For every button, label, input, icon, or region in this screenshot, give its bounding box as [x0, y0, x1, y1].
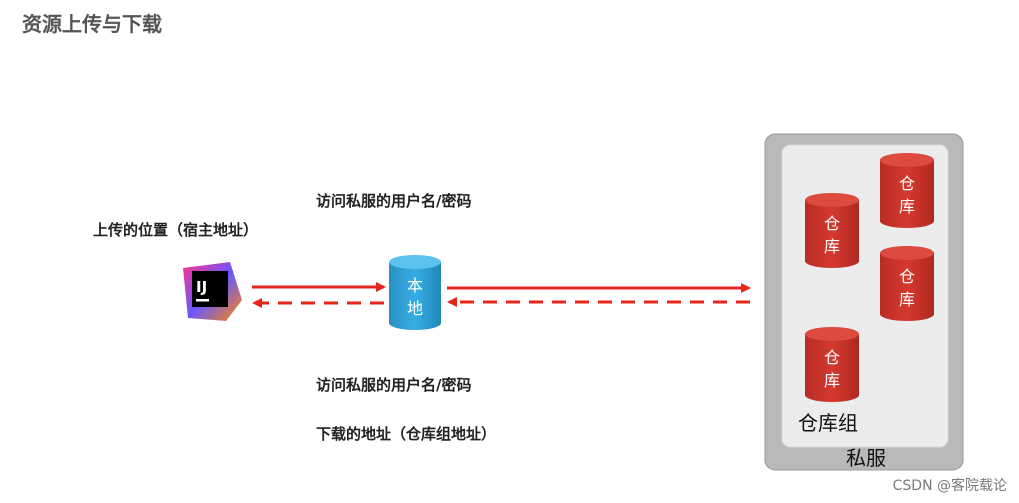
access-credentials-label-bottom: 访问私服的用户名/密码 [316, 376, 472, 394]
intellij-icon: IJ [183, 262, 242, 321]
private-server-label: 私服 [846, 446, 886, 470]
page-title: 资源上传与下载 [22, 12, 162, 36]
ide-icon-text: IJ [196, 278, 207, 296]
local-repository-cylinder: 本 地 [389, 255, 441, 330]
repository-label-line2: 库 [899, 290, 915, 309]
upload-position-label: 上传的位置（宿主地址） [93, 221, 259, 239]
repository-label-line2: 库 [824, 371, 840, 390]
repository-cylinder: 仓 库 [805, 193, 859, 268]
repository-cylinder: 仓 库 [805, 327, 859, 402]
local-label-line1: 本 [407, 276, 423, 295]
repository-label-line1: 仓 [899, 267, 915, 286]
access-credentials-label-top: 访问私服的用户名/密码 [316, 192, 472, 210]
repository-label-line2: 库 [824, 237, 840, 256]
download-address-label: 下载的地址（仓库组地址） [316, 425, 497, 443]
repository-group-label: 仓库组 [798, 411, 858, 435]
repository-cylinder: 仓 库 [880, 246, 934, 321]
repository-cylinder: 仓 库 [880, 153, 934, 228]
repository-label-line1: 仓 [899, 174, 915, 193]
watermark: CSDN @客院载论 [892, 478, 1007, 494]
repository-label-line1: 仓 [824, 348, 840, 367]
local-label-line2: 地 [407, 299, 423, 318]
repository-label-line1: 仓 [824, 214, 840, 233]
repository-label-line2: 库 [899, 197, 915, 216]
